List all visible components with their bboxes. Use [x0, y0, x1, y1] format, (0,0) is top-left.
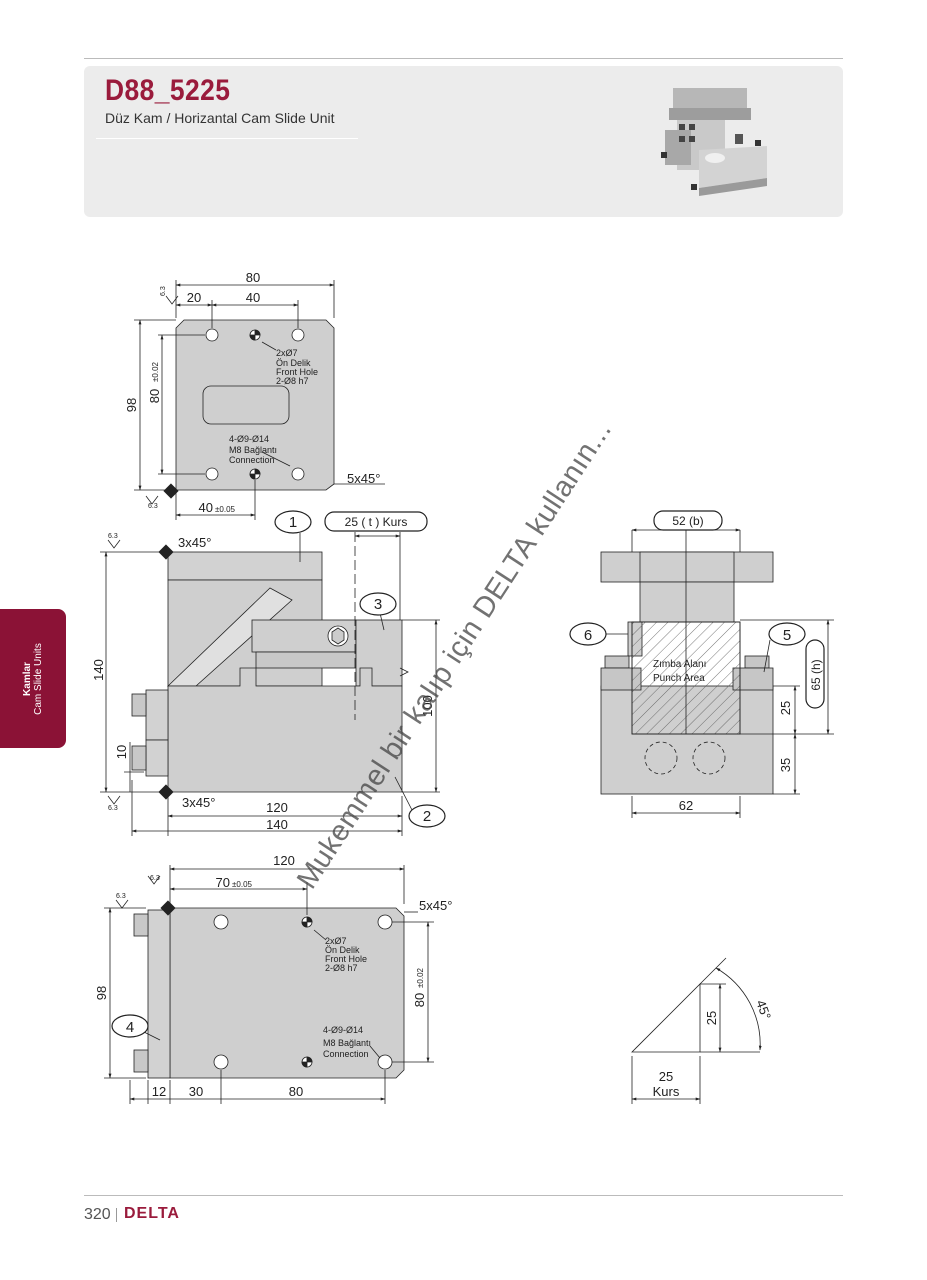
- dim-front-52: 52 (b): [672, 514, 703, 528]
- front-hole-label: Front Hole: [276, 367, 318, 377]
- dim-angle-25v: 25: [704, 1011, 719, 1025]
- rough-side-1: 6.3: [108, 533, 118, 540]
- connection-label: M8 Bağlantı: [229, 445, 277, 455]
- dim-bottom-30: 30: [189, 1084, 203, 1099]
- front-hole-label: Ön Delik: [276, 358, 311, 368]
- dim-side-10: 10: [114, 745, 129, 759]
- dim-top-98: 98: [124, 398, 139, 412]
- front-hole-label: 2-Ø8 h7: [276, 376, 309, 386]
- callout-5: 5: [783, 627, 791, 644]
- dim-side-140h: 140: [266, 817, 288, 832]
- front-callouts: [569, 510, 825, 709]
- top-view: [134, 280, 385, 520]
- dim-top-40tol: 40: [199, 500, 213, 515]
- dim-bottom-70: 70: [216, 875, 230, 890]
- dim-top-80tol: 80: [147, 389, 162, 403]
- connection-label-2: Connection: [323, 1049, 369, 1059]
- side-view: [100, 532, 440, 836]
- bottom-callout-4: [111, 1014, 149, 1038]
- punch-area-tr: Zımba Alanı: [653, 659, 706, 670]
- connection-label: Connection: [229, 455, 275, 465]
- dim-bottom-80: 80: [412, 993, 427, 1007]
- connection-label: 4-Ø9-Ø14: [229, 434, 269, 444]
- rough-top-2: 6.3: [148, 503, 158, 510]
- dim-side-140v: 140: [91, 659, 106, 681]
- product-image: [661, 88, 767, 196]
- rough-top-1: 6.3: [160, 286, 167, 296]
- dim-top-20: 20: [187, 290, 201, 305]
- rough-side-2: 6.3: [108, 805, 118, 812]
- stroke-label: 25 ( t ) Kurs: [345, 515, 408, 529]
- tol-top-002: ±0.02: [151, 361, 160, 382]
- connection-label-2: 4-Ø9-Ø14: [323, 1025, 363, 1035]
- callout-3: 3: [374, 596, 382, 613]
- brand-logo: DELTA: [124, 1205, 180, 1222]
- dim-bottom-12: 12: [152, 1084, 166, 1099]
- front-view: [600, 528, 834, 818]
- dim-bottom-120: 120: [273, 853, 295, 868]
- front-hole-label: 2xØ7: [276, 348, 298, 358]
- page-number: 320: [84, 1206, 111, 1223]
- dim-front-35: 35: [778, 758, 793, 772]
- footer-separator: [116, 1208, 117, 1222]
- front-hole-label-2: Ön Delik: [325, 945, 360, 955]
- chamfer-top: 5x45°: [347, 471, 380, 486]
- tol-bottom-005: ±0.05: [232, 880, 253, 889]
- side-callouts: [274, 510, 446, 828]
- punch-area-en: Punch Area: [653, 673, 705, 684]
- product-subtitle: Düz Kam / Horizantal Cam Slide Unit: [105, 110, 335, 126]
- rough-bottom-1: 6.3: [150, 875, 160, 882]
- dim-angle-45: 45°: [753, 998, 774, 1022]
- dim-side-120: 120: [266, 800, 288, 815]
- subtitle-rule: [96, 138, 358, 139]
- dim-front-25: 25: [778, 701, 793, 715]
- callout-1: 1: [289, 514, 297, 531]
- dim-bottom-98: 98: [94, 986, 109, 1000]
- dim-angle-25h: 25: [659, 1069, 673, 1084]
- front-hole-label-2: 2xØ7: [325, 936, 347, 946]
- dim-front-65: 65 (h): [809, 659, 823, 690]
- dim-top-40: 40: [246, 290, 260, 305]
- callout-4: 4: [126, 1019, 134, 1036]
- tol-bottom-002: ±0.02: [416, 967, 425, 988]
- callout-2: 2: [423, 808, 431, 825]
- top-rule: [84, 58, 843, 59]
- product-code: D88_5225: [105, 74, 231, 107]
- front-hole-label-2: 2-Ø8 h7: [325, 963, 358, 973]
- dim-side-100: 100: [420, 695, 435, 717]
- tol-top-005: ±0.05: [215, 505, 236, 514]
- footer-rule: [84, 1195, 843, 1196]
- dim-top-80: 80: [246, 270, 260, 285]
- angle-view: [631, 957, 762, 1104]
- dim-front-62: 62: [679, 798, 693, 813]
- connection-label-2: M8 Bağlantı: [323, 1038, 371, 1048]
- dim-angle-kurs: Kurs: [653, 1084, 680, 1099]
- chamfer-bottom: 5x45°: [419, 898, 452, 913]
- dim-bottom-80h: 80: [289, 1084, 303, 1099]
- chamfer-side-top: 3x45°: [178, 535, 211, 550]
- bottom-view: [104, 865, 434, 1104]
- chamfer-side-bot: 3x45°: [182, 795, 215, 810]
- rough-bottom-2: 6.3: [116, 893, 126, 900]
- callout-6: 6: [584, 627, 592, 644]
- front-hole-label-2: Front Hole: [325, 954, 367, 964]
